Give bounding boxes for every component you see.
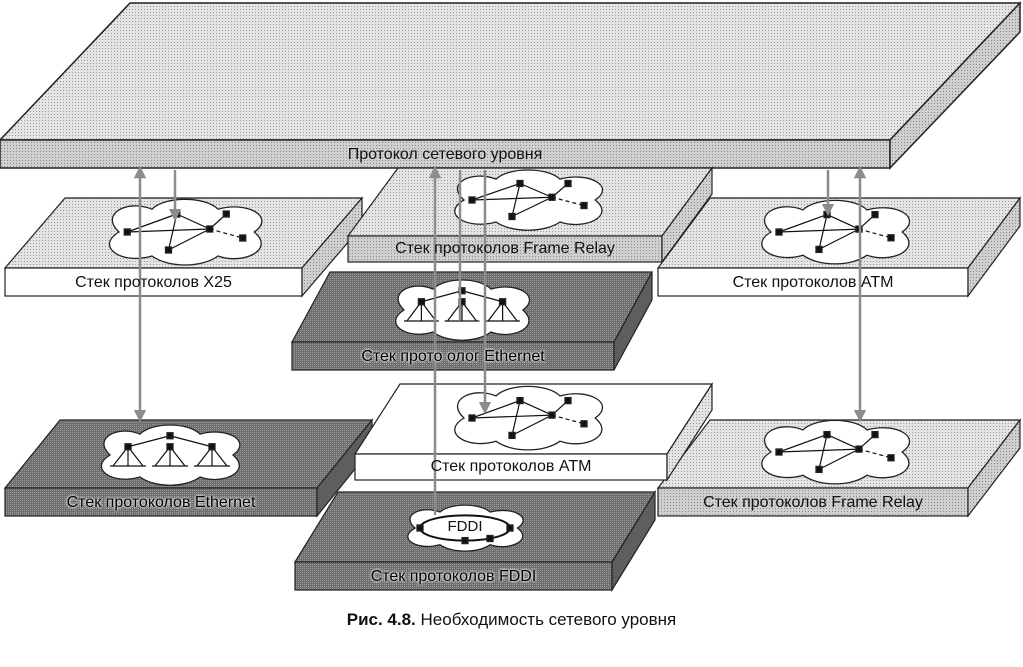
network-layer-label: Протокол сетевого уровня xyxy=(347,146,543,163)
cloud-frame-relay-top-icon xyxy=(454,169,603,231)
cloud-atm-right-icon xyxy=(761,199,910,265)
stack-frame-relay-top-slab xyxy=(346,166,714,264)
cloud-x25-icon xyxy=(108,198,263,266)
stack-ethernet-left-label: Стек протоколов Ethernet xyxy=(66,494,256,511)
stack-ethernet-left-slab xyxy=(3,418,374,518)
stack-fddi-label: Стек протоколов FDDI xyxy=(370,568,537,585)
caption-prefix: Рис. 4.8. xyxy=(346,610,416,629)
cloud-frame-relay-right-icon xyxy=(761,419,910,485)
stack-atm-center-label: Стек протоколов ATM xyxy=(430,458,592,475)
stack-x25-label: Стек протоколов X25 xyxy=(75,274,232,291)
caption-text: Необходимость сетевого уровня xyxy=(415,610,677,629)
cloud-ethernet-left-icon xyxy=(100,424,241,486)
fddi-ring-label: FDDI xyxy=(447,518,483,535)
cloud-atm-center-icon xyxy=(454,385,603,451)
stack-fddi-slab xyxy=(293,489,657,593)
stack-ethernet-center-label: Стек прото олог Ethernet xyxy=(361,348,545,365)
figure-caption: Рис. 4.8. Необходимость сетевого уровня xyxy=(0,610,1023,630)
network-layer-slab xyxy=(0,1,1022,170)
stack-atm-right-label: Стек протоколов ATM xyxy=(732,274,894,291)
stack-frame-relay-top-label: Стек протоколов Frame Relay xyxy=(395,240,615,257)
cloud-fddi-icon xyxy=(407,504,524,552)
cloud-ethernet-center-icon xyxy=(395,279,531,341)
stack-frame-relay-right-label: Стек протоколов Frame Relay xyxy=(703,494,923,511)
